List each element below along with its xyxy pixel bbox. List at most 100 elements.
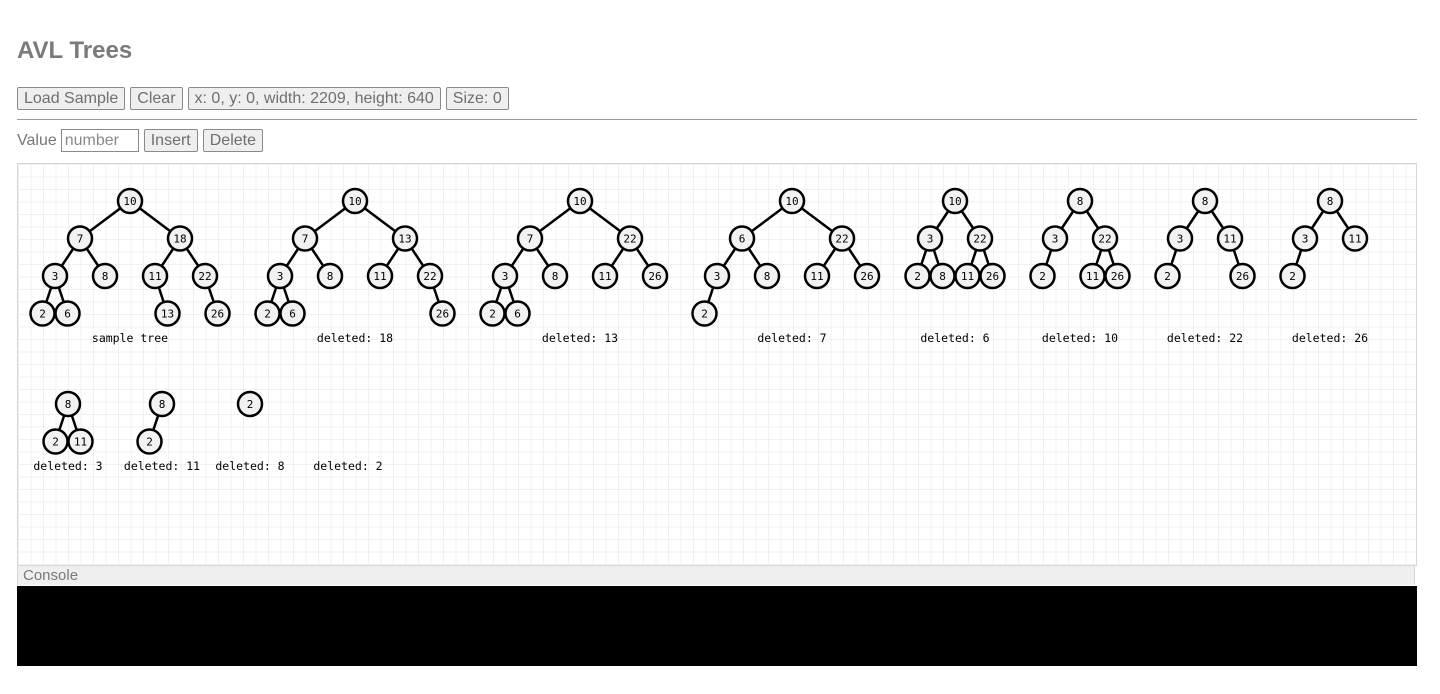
tree-node[interactable]: 2 [254, 300, 281, 327]
tree-node[interactable]: 11 [1079, 262, 1106, 290]
tree-node-value: 22 [973, 233, 986, 246]
tree-node-value: 3 [927, 233, 934, 246]
tree-node-value: 7 [77, 233, 84, 246]
tree-node[interactable]: 2 [904, 262, 931, 290]
tree-node[interactable]: 8 [1066, 187, 1094, 215]
tree-node[interactable]: 10 [116, 187, 144, 215]
tree-node-circle [54, 390, 82, 418]
tree-node-value: 8 [159, 398, 166, 411]
tree-node[interactable]: 26 [204, 300, 231, 327]
tree-node[interactable]: 8 [1316, 187, 1344, 215]
tree-node[interactable]: 6 [54, 300, 81, 327]
tree-node[interactable]: 7 [291, 225, 319, 252]
tree-node[interactable]: 2 [1154, 262, 1181, 290]
tree-node[interactable]: 8 [541, 262, 569, 290]
tree-node[interactable]: 26 [429, 300, 456, 327]
tree-node-circle [1166, 225, 1194, 252]
tree-node[interactable]: 8 [753, 262, 781, 290]
tree-node[interactable]: 18 [166, 225, 194, 252]
load-sample-button[interactable]: Load Sample [17, 87, 126, 110]
tree-node[interactable]: 22 [616, 225, 644, 252]
tree-node[interactable]: 22 [1091, 225, 1119, 252]
tree-node[interactable]: 10 [341, 187, 369, 215]
tree-node[interactable]: 6 [728, 225, 756, 252]
tree-node[interactable]: 10 [778, 187, 806, 215]
tree-node[interactable]: 2 [691, 300, 718, 327]
tree-edges [41, 200, 219, 314]
tree-node[interactable]: 11 [67, 428, 94, 455]
tree-node[interactable]: 6 [279, 300, 306, 327]
tree-node-value: 13 [398, 233, 411, 246]
tree-node[interactable]: 10 [566, 187, 594, 215]
tree-node-value: 10 [785, 195, 798, 208]
tree-node[interactable]: 22 [966, 225, 994, 252]
tree-node[interactable]: 13 [391, 225, 419, 252]
tree-node-value: 26 [648, 270, 661, 283]
tree-node[interactable]: 8 [148, 390, 176, 418]
tree-node-value: 2 [1289, 270, 1296, 283]
tree-caption: sample tree [92, 331, 168, 345]
tree-node-circle [541, 262, 569, 290]
delete-button[interactable]: Delete [202, 129, 263, 152]
tree-node[interactable]: 3 [41, 262, 69, 290]
tree-node[interactable]: 11 [366, 262, 394, 290]
value-input[interactable] [60, 129, 139, 152]
tree-node-value: 10 [948, 195, 961, 208]
tree-node-value: 26 [1111, 270, 1124, 283]
tree-node-circle [691, 300, 718, 327]
tree-node[interactable]: 7 [66, 225, 94, 252]
tree-node[interactable]: 7 [516, 225, 544, 252]
tree-node[interactable]: 8 [91, 262, 119, 290]
tree-edges [266, 200, 444, 314]
tree-node[interactable]: 2 [1279, 262, 1306, 290]
tree-node[interactable]: 6 [504, 300, 531, 327]
tree-node[interactable]: 11 [1341, 225, 1369, 252]
tree-node[interactable]: 3 [491, 262, 519, 290]
clear-button[interactable]: Clear [130, 87, 183, 110]
tree-node[interactable]: 3 [916, 225, 944, 252]
tree-node[interactable]: 2 [42, 428, 69, 455]
tree-node[interactable]: 22 [828, 225, 856, 252]
tree-node-circle [429, 300, 456, 327]
tree-node[interactable]: 11 [141, 262, 169, 290]
tree-node-value: 2 [1164, 270, 1171, 283]
tree-node[interactable]: 2 [1029, 262, 1056, 290]
tree-node[interactable]: 11 [803, 262, 831, 290]
tree-node[interactable]: 8 [929, 262, 956, 290]
tree-node[interactable]: 3 [1291, 225, 1319, 252]
tree-node-value: 26 [1236, 270, 1249, 283]
tree-node[interactable]: 26 [853, 262, 881, 290]
tree-node[interactable]: 3 [1041, 225, 1069, 252]
tree-node[interactable]: 10 [941, 187, 969, 215]
tree-node[interactable]: 22 [416, 262, 444, 290]
tree-node[interactable]: 2 [29, 300, 56, 327]
tree-node[interactable]: 11 [954, 262, 981, 290]
tree-node[interactable]: 26 [641, 262, 669, 290]
tree-node[interactable]: 3 [703, 262, 731, 290]
tree-node-circle [1066, 187, 1094, 215]
tree-node[interactable]: 8 [316, 262, 344, 290]
tree-node[interactable]: 2 [479, 300, 506, 327]
tree-node[interactable]: 26 [1104, 262, 1131, 290]
value-row: Value Insert Delete [17, 129, 263, 152]
tree-node[interactable]: 11 [1216, 225, 1244, 252]
tree-node-value: 6 [289, 308, 296, 321]
tree-node[interactable]: 3 [1166, 225, 1194, 252]
tree-node[interactable]: 26 [1229, 262, 1256, 290]
tree-node[interactable]: 22 [191, 262, 219, 290]
tree-node[interactable]: 11 [591, 262, 619, 290]
tree-node[interactable]: 13 [154, 300, 181, 327]
tree-node[interactable]: 26 [979, 262, 1006, 290]
tree-node[interactable]: 8 [54, 390, 82, 418]
tree-node-circle [1291, 225, 1319, 252]
insert-button[interactable]: Insert [143, 129, 198, 152]
tree-node[interactable]: 3 [266, 262, 294, 290]
tree-node-value: 3 [714, 270, 721, 283]
tree-node[interactable]: 2 [236, 390, 264, 418]
tree-node[interactable]: 8 [1191, 187, 1219, 215]
tree-node[interactable]: 2 [136, 428, 163, 455]
